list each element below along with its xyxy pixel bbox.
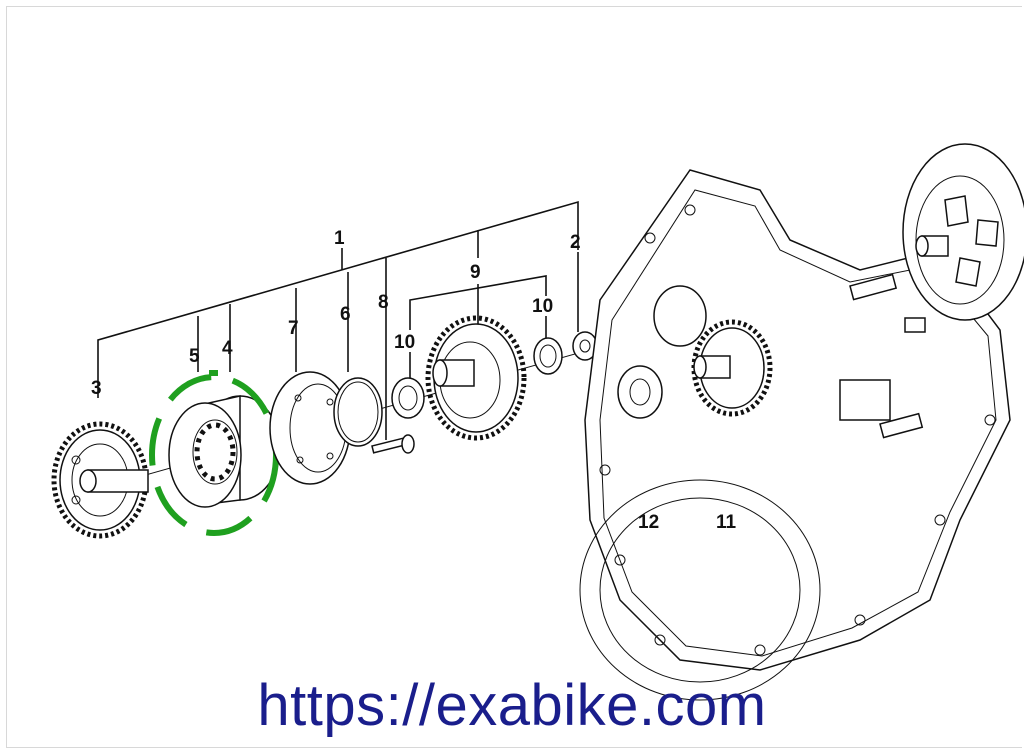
callout-6: 6 xyxy=(340,304,351,325)
part-10-bearing-right xyxy=(533,337,563,375)
highlight-mark xyxy=(209,370,218,376)
callout-1: 1 xyxy=(334,228,345,249)
callout-labels: 1 2 3 4 5 6 7 8 9 10 10 11 12 xyxy=(91,228,737,533)
part-7-plate xyxy=(269,371,351,485)
part-9-gear xyxy=(425,315,527,441)
part-4-5-freewheel xyxy=(168,395,281,508)
callout-7: 7 xyxy=(288,318,299,339)
callout-2: 2 xyxy=(570,232,581,253)
callout-10b: 10 xyxy=(394,332,415,353)
gearbox-housing xyxy=(579,169,1011,701)
callout-10a: 10 xyxy=(532,296,553,317)
drive-flange xyxy=(902,143,1024,333)
part-3-gear xyxy=(51,421,149,539)
callout-4: 4 xyxy=(222,338,233,359)
callout-5: 5 xyxy=(189,346,200,367)
diagram-frame xyxy=(6,6,1022,748)
callout-3: 3 xyxy=(91,378,102,399)
callout-9: 9 xyxy=(470,262,481,283)
callout-11: 11 xyxy=(716,512,737,533)
part-10-bearing-left xyxy=(391,377,425,419)
callout-8: 8 xyxy=(378,292,389,313)
part-8-bolt xyxy=(371,434,415,454)
callout-12: 12 xyxy=(638,512,659,533)
part-6-ring xyxy=(333,377,383,447)
watermark-url: https://exabike.com xyxy=(257,673,767,738)
